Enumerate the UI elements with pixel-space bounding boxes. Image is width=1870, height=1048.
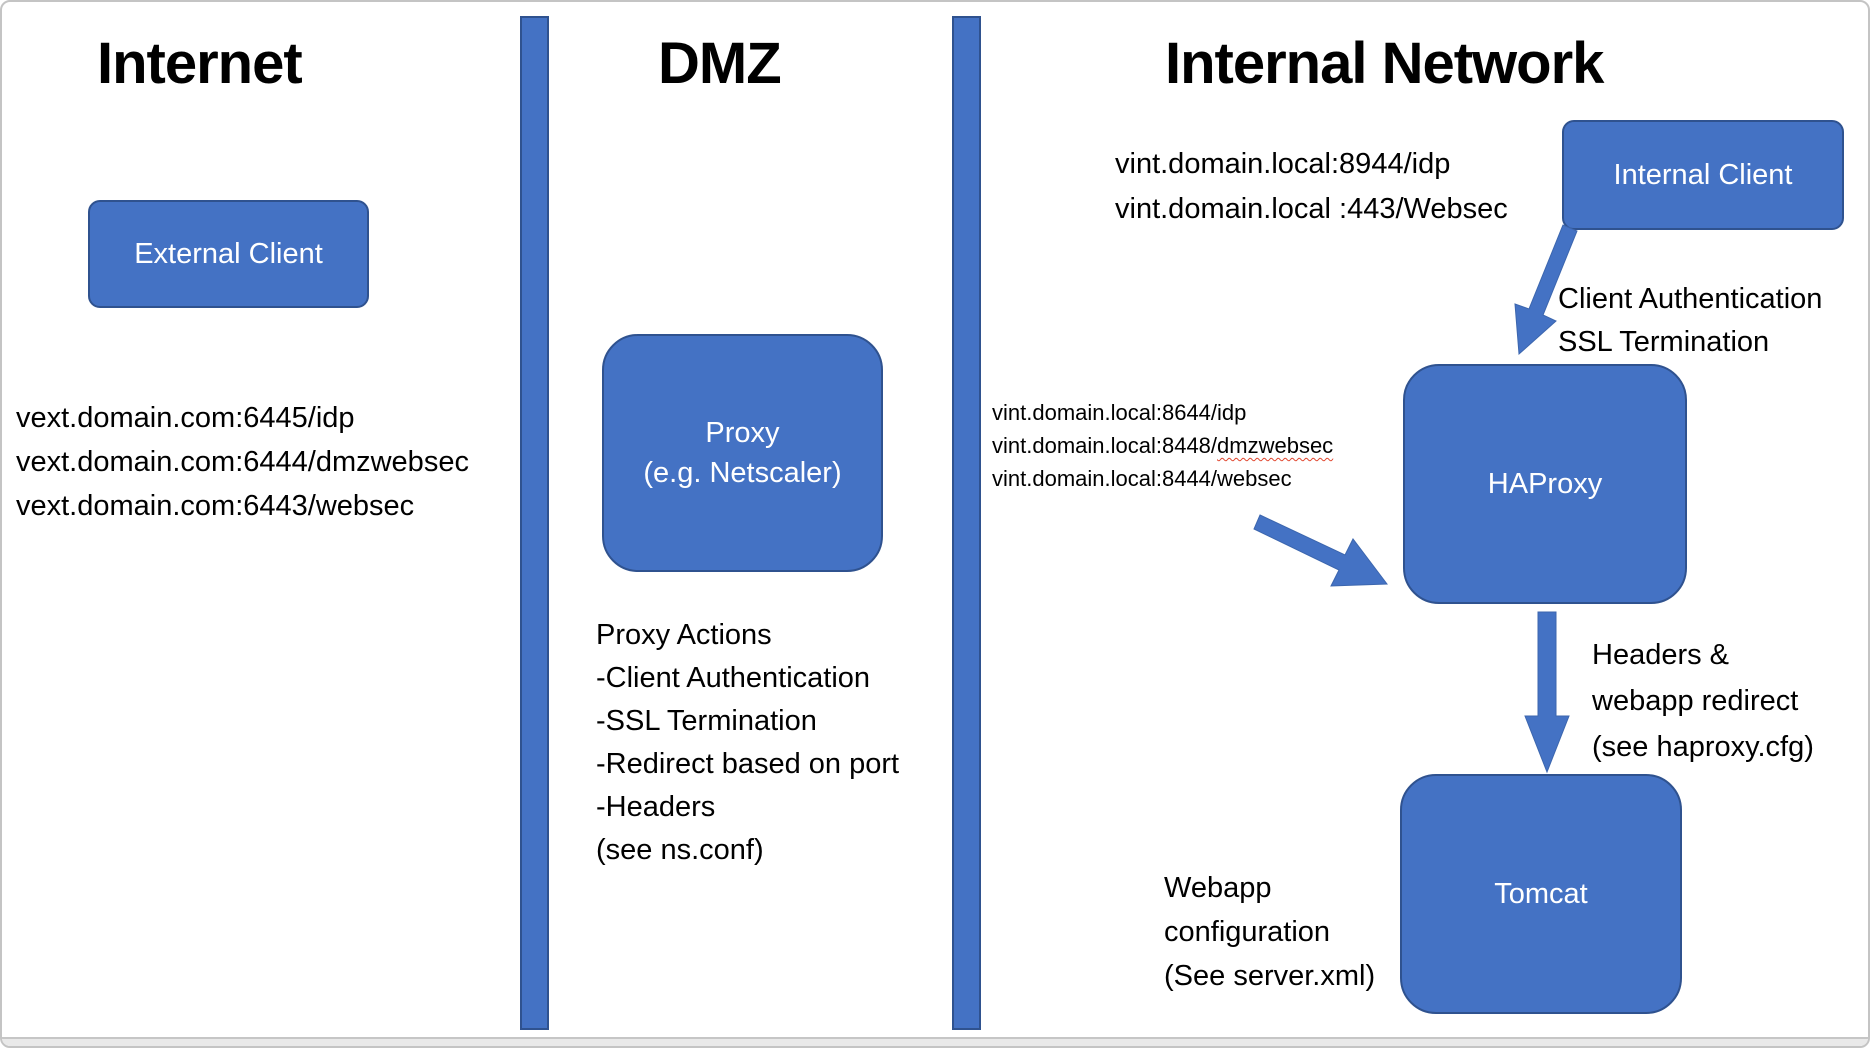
internet-endpoints: vext.domain.com:6445/idp vext.domain.com… — [16, 396, 469, 528]
proxy-actions-line: Proxy Actions — [596, 619, 772, 651]
proxy-box: Proxy (e.g. Netscaler) — [602, 334, 883, 572]
haproxy-arrow-label: Headers & webapp redirect (see haproxy.c… — [1592, 632, 1814, 770]
endpoint-line: vext.domain.com:6445/idp — [16, 402, 355, 434]
client-auth-label-line: SSL Termination — [1558, 326, 1770, 358]
arrow-endpoints-to-haproxy — [1253, 514, 1388, 587]
client-auth-label-line: Client Authentication — [1558, 283, 1823, 315]
endpoint-line-prefix: vint.domain.local:8448/ — [992, 433, 1218, 458]
proxy-label-line2: (e.g. Netscaler) — [643, 457, 842, 489]
external-client-label: External Client — [134, 238, 323, 270]
zone-title-internal-network: Internal Network — [1165, 31, 1604, 96]
haproxy-arrow-label-line: webapp redirect — [1592, 685, 1799, 717]
zone-divider-internet-dmz — [520, 16, 549, 1030]
haproxy-endpoints: vint.domain.local:8644/idp vint.domain.l… — [992, 396, 1333, 495]
internal-client-label: Internal Client — [1613, 159, 1793, 191]
tomcat-note: Webapp configuration (See server.xml) — [1164, 866, 1375, 998]
endpoint-line: vext.domain.com:6443/websec — [16, 490, 415, 522]
tomcat-label: Tomcat — [1494, 878, 1588, 910]
haproxy-arrow-label-line: Headers & — [1592, 639, 1730, 671]
client-auth-label: Client Authentication SSL Termination — [1558, 278, 1822, 364]
proxy-actions-line: (see ns.conf) — [596, 834, 764, 866]
window-bottom-edge — [2, 1037, 1868, 1046]
endpoint-line: vint.domain.local:8944/idp — [1115, 148, 1451, 180]
zone-divider-dmz-internal — [952, 16, 981, 1030]
endpoint-line: vint.domain.local:8644/idp — [992, 400, 1247, 425]
spellcheck-flagged-word: dmzwebsec — [1217, 433, 1334, 458]
tomcat-note-line: (See server.xml) — [1164, 960, 1376, 992]
endpoint-line: vint.domain.local:8444/websec — [992, 466, 1292, 491]
proxy-actions: Proxy Actions -Client Authentication -SS… — [596, 614, 899, 872]
zone-title-dmz: DMZ — [658, 31, 782, 96]
haproxy-label: HAProxy — [1487, 468, 1603, 500]
tomcat-note-line: configuration — [1164, 916, 1331, 948]
endpoint-line: vext.domain.com:6444/dmzwebsec — [16, 446, 469, 478]
internal-client-box: Internal Client — [1562, 120, 1844, 230]
tomcat-note-line: Webapp — [1164, 872, 1272, 904]
endpoint-line: vint.domain.local:8448/dmzwebsec — [992, 429, 1333, 462]
tomcat-box: Tomcat — [1400, 774, 1682, 1014]
endpoint-line: vint.domain.local :443/Websec — [1115, 193, 1508, 225]
external-client-box: External Client — [88, 200, 369, 308]
proxy-actions-line: -Client Authentication — [596, 662, 871, 694]
arrow-haproxy-to-tomcat — [1524, 611, 1570, 774]
haproxy-box: HAProxy — [1403, 364, 1687, 604]
proxy-actions-line: -Redirect based on port — [596, 748, 900, 780]
proxy-label-line1: Proxy — [705, 417, 780, 449]
internal-client-endpoints: vint.domain.local:8944/idp vint.domain.l… — [1115, 142, 1508, 232]
proxy-actions-line: -SSL Termination — [596, 705, 817, 737]
haproxy-arrow-label-line: (see haproxy.cfg) — [1592, 731, 1814, 763]
zone-title-internet: Internet — [97, 31, 303, 96]
proxy-actions-line: -Headers — [596, 791, 716, 823]
